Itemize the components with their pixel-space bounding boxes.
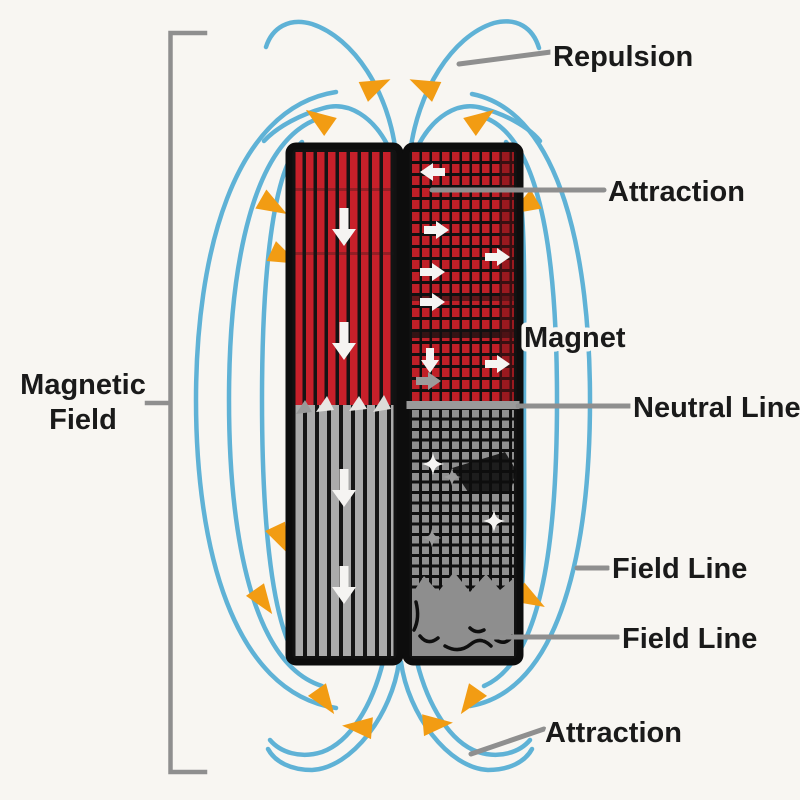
field-direction-arrow-icon [307, 683, 335, 715]
small-arrow-icon [420, 163, 445, 181]
field-line-path [193, 89, 339, 711]
down-arrow-icon [332, 208, 356, 246]
field-direction-arrow-icon [460, 683, 488, 715]
texture-band [412, 329, 514, 338]
magnetic-field-label-line2: Field [49, 404, 117, 436]
squiggle [418, 634, 440, 644]
field-direction-arrow-icon [358, 79, 391, 102]
field-direction-arrow-icon [255, 189, 287, 214]
field-line-path [226, 115, 325, 689]
small-arrow-icon [485, 355, 510, 373]
left-magnet-south-half [295, 405, 394, 656]
small-arrow-icon [485, 248, 510, 266]
squiggle [443, 638, 493, 652]
neutral-line-label: Neutral Line [633, 392, 800, 424]
squiggle [468, 626, 486, 634]
field-direction-arrow-icon [342, 717, 373, 740]
sparkle-icon [443, 468, 461, 486]
field-direction-arrow-icon [245, 583, 273, 615]
field-line-path [259, 139, 305, 665]
dark-patch [452, 452, 516, 494]
down-arrow-icon [332, 469, 356, 507]
attraction-bottom-label: Attraction [545, 717, 682, 749]
right-magnet-south-half [412, 409, 514, 601]
attraction-bottom-leader-line [468, 726, 547, 757]
texture-band [500, 152, 514, 402]
field-direction-arrow-icon [463, 109, 495, 137]
down-arrow-icon [332, 566, 356, 604]
texture-line [295, 188, 394, 191]
sparkle-icon [483, 510, 505, 532]
sparkle-icon [422, 453, 444, 475]
transition-fleck-icon [296, 400, 312, 414]
squiggle [412, 600, 420, 632]
left-magnet [285, 142, 404, 666]
field-line-path [263, 19, 399, 157]
right-magnet [402, 142, 524, 666]
texture-band [412, 296, 514, 301]
small-arrow-icon [416, 372, 441, 390]
field-line-path [265, 659, 402, 773]
field-direction-arrow-icon [265, 521, 288, 554]
field-line-path [407, 19, 542, 157]
left-magnet-north-half [295, 152, 394, 405]
field-direction-arrow-icon [422, 714, 453, 737]
field-lines [193, 19, 593, 773]
field-line-path [261, 104, 393, 153]
field-direction-arrow-icon [409, 79, 442, 102]
transition-fleck-icon [373, 395, 391, 412]
field-line-lower-label: Field Line [622, 623, 757, 655]
field-line-path [398, 659, 535, 773]
leader-lines [429, 49, 634, 757]
magnetic-field-bracket [144, 30, 208, 775]
small-arrow-icon [424, 221, 449, 239]
magnet-label: Magnet [524, 322, 626, 354]
sparkle-icon [422, 528, 442, 548]
field-direction-arrow-icon [305, 109, 337, 137]
field-line-path [467, 91, 593, 709]
down-arrow-icon [332, 322, 356, 360]
labels: Repulsion Attraction Magnet Neutral Line… [16, 37, 800, 754]
field-line-upper-label: Field Line [612, 553, 747, 585]
small-arrow-icon [420, 263, 445, 281]
transition-fleck-icon [349, 396, 367, 411]
field-line-path [267, 659, 386, 758]
small-arrow-icon [420, 293, 445, 311]
field-line-path [413, 104, 543, 153]
transition-fleck-icon [316, 396, 334, 412]
neutral-line-mark [406, 401, 520, 409]
attraction-top-label: Attraction [608, 176, 745, 208]
texture-line [295, 252, 394, 255]
repulsion-leader-line [456, 49, 554, 67]
magnetic-field-label-line1: Magnetic [20, 369, 146, 401]
repulsion-label: Repulsion [553, 41, 693, 73]
small-arrow-icon [421, 348, 439, 373]
